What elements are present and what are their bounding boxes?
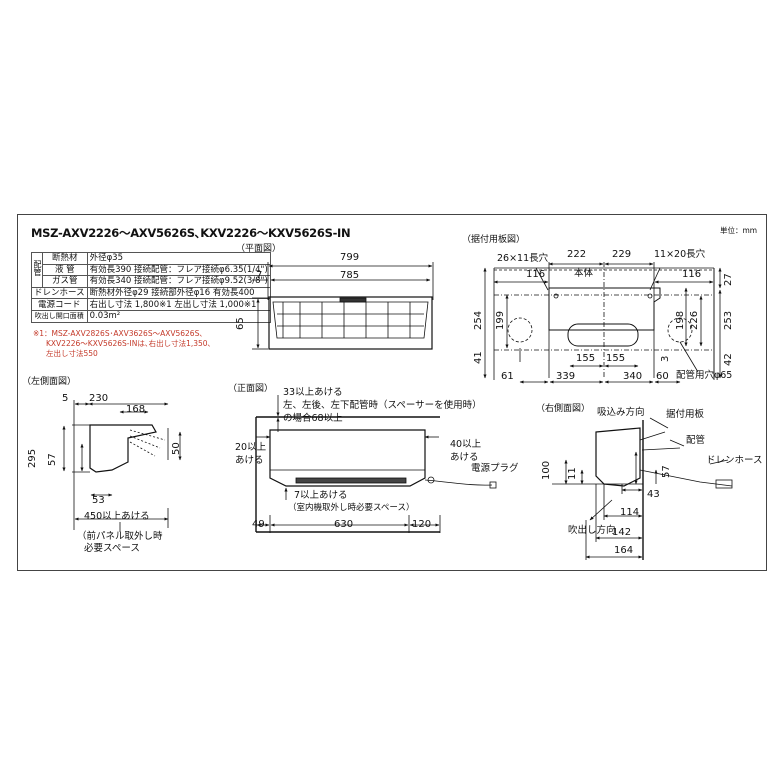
- mount-dim: 222: [567, 249, 587, 260]
- mount-dim: 41: [473, 351, 484, 364]
- left-dim: 168: [126, 404, 146, 415]
- plan-dim: 65: [235, 317, 246, 330]
- mount-dim: 339: [556, 371, 576, 382]
- mount-dim: 116: [682, 269, 702, 280]
- mount-label: 11×20長穴: [654, 249, 706, 260]
- mount-label: 配管用穴φ65: [676, 370, 733, 381]
- spec-row: 液 管 有効長390 接続配管：フレア接続φ6.35(1/4"): [32, 263, 271, 277]
- right-view-title: （右側面図）: [536, 404, 591, 414]
- left-note: （前パネル取外し時: [77, 531, 163, 542]
- mount-dim: 229: [612, 249, 632, 260]
- right-dim: 43: [647, 489, 660, 500]
- right-dim: 11: [567, 467, 578, 480]
- front-top-clearance: の場合68以上: [283, 413, 343, 424]
- mount-dim: 27: [723, 273, 734, 286]
- plan-view: [252, 262, 434, 350]
- spec-row: ガス管 有効長340 接続配管：フレア接続φ9.52(3/8"): [32, 275, 271, 288]
- mount-dim: 254: [473, 310, 484, 330]
- front-left-clearance: 20以上: [235, 442, 267, 453]
- left-dim: 53: [92, 495, 105, 506]
- front-bottom-clearance: （室内機取外し時必要スペース）: [288, 503, 415, 513]
- front-dim: 49: [252, 519, 265, 530]
- front-plug-label: 電源プラグ: [471, 463, 519, 474]
- right-label: 吹出し方向: [568, 525, 616, 536]
- mount-dim: 155: [606, 353, 626, 364]
- left-note: 必要スペース: [84, 543, 140, 554]
- plan-dim: 7: [256, 270, 263, 281]
- mount-dim: 340: [623, 371, 643, 382]
- mount-dim: 155: [576, 353, 596, 364]
- mount-dim: 198: [675, 310, 686, 330]
- spec-value: 0.03m²: [86, 309, 271, 323]
- left-dim: 295: [27, 448, 38, 468]
- right-dim: 114: [620, 507, 640, 518]
- front-view-title: （正面図）: [228, 384, 274, 394]
- right-dim: 57: [661, 465, 672, 478]
- right-dim: 100: [541, 460, 552, 480]
- spec-note: ※1：MSZ-AXV2826S･AXV3626S～AXV5626S､: [33, 329, 204, 338]
- mount-label: 本体: [574, 268, 594, 279]
- right-side-view: [552, 417, 733, 560]
- left-dim: 57: [47, 453, 58, 466]
- plan-dim: 799: [340, 252, 360, 263]
- mount-label: 26×11長穴: [497, 253, 549, 264]
- front-view: [255, 395, 497, 533]
- model-title: MSZ-AXV2226～AXV5626S､KXV2226～KXV5626S-IN: [31, 226, 351, 240]
- front-top-clearance: 33以上あける: [283, 387, 343, 398]
- front-right-clearance: 40以上: [450, 439, 482, 450]
- front-dim: 630: [334, 519, 354, 530]
- front-top-clearance: 左、左後、左下配管時（スペーサーを使用時）: [283, 400, 482, 411]
- mount-dim: 199: [495, 310, 506, 330]
- mounting-plate-view: [483, 262, 722, 384]
- right-label: ドレンホース: [706, 455, 763, 466]
- left-side-view: [62, 400, 182, 532]
- left-view-title: （左側面図）: [22, 377, 77, 387]
- mount-dim: 42: [723, 353, 734, 366]
- mount-dim: 61: [501, 371, 514, 382]
- front-dim: 120: [412, 519, 432, 530]
- front-bottom-clearance: 7以上あける: [294, 490, 348, 501]
- right-label: 据付用板: [666, 409, 705, 420]
- mount-dim: 60: [656, 371, 669, 382]
- right-dim: 164: [614, 545, 634, 556]
- right-label: 配管: [686, 435, 706, 446]
- left-dim: 50: [171, 442, 182, 455]
- spec-note: KXV2226～KXV5626S-INは､右出し寸法1,350､: [46, 339, 212, 348]
- mount-dim: 253: [723, 310, 734, 330]
- left-clearance: 450以上あける: [84, 511, 150, 522]
- mount-view-title: （据付用板図）: [462, 235, 526, 245]
- spec-side-label: 配管: [31, 252, 43, 288]
- mount-dim: 116: [526, 269, 546, 280]
- right-dim: 142: [612, 527, 632, 538]
- spec-row: 吹出し開口面積 0.03m²: [31, 309, 271, 323]
- front-left-clearance: あける: [235, 455, 264, 466]
- left-dim: 5: [62, 393, 69, 404]
- spec-table: 配管 断熱材 外径φ35 液 管 有効長390 接続配管：フレア接続φ6.35(…: [31, 252, 271, 323]
- right-label: 吸込み方向: [597, 407, 645, 418]
- left-dim: 230: [89, 393, 109, 404]
- plan-view-title: （平面図）: [236, 244, 282, 254]
- unit-label: 単位：mm: [720, 226, 758, 235]
- mount-dim: 226: [689, 310, 700, 330]
- front-right-clearance: あける: [450, 452, 479, 463]
- plan-dim: 785: [340, 270, 360, 281]
- mount-dim: 3: [660, 355, 671, 362]
- spec-note: 左出し寸法550: [46, 349, 98, 358]
